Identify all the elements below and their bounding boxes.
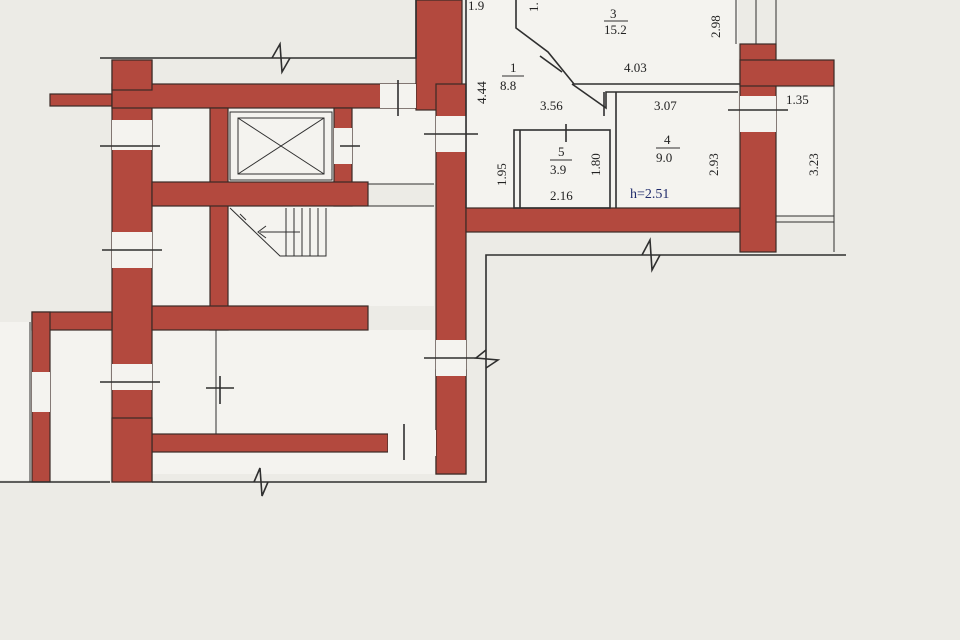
dim-balcony-height: 3.23 [806, 153, 821, 176]
dim-r4-width: 3.07 [654, 98, 677, 113]
break-mark [473, 349, 501, 369]
dim-r1-height: 4.44 [474, 81, 489, 104]
elevator-cross [237, 117, 325, 175]
ceiling-height: h=2.51 [630, 187, 669, 202]
left-outer-room [48, 330, 110, 480]
window-opening [32, 372, 50, 412]
left-room-1 [152, 108, 210, 182]
staircase-symbol [229, 207, 327, 257]
stair-arrow-head [257, 225, 267, 239]
room-1-area: 8.8 [500, 78, 516, 93]
balcony [776, 88, 832, 216]
wall [151, 181, 369, 207]
stair-outline [229, 207, 327, 257]
dim-balcony-width: 1.35 [786, 92, 809, 107]
room-divider [571, 83, 738, 110]
labels: 1.9 1. 3 15.2 2.98 4.03 1 8.8 4.44 3.56 … [468, 0, 821, 203]
room-3-number: 3 [610, 6, 617, 21]
top-outline [100, 0, 417, 59]
dim-r5-height: 1.80 [588, 153, 603, 176]
bottom-strip [152, 452, 438, 474]
dim-right-top: 2.98 [708, 15, 723, 38]
room-4-area: 9.0 [656, 150, 672, 165]
dim-r1-lower: 1.95 [494, 163, 509, 186]
room-3-area: 15.2 [604, 22, 627, 37]
wall [151, 305, 369, 331]
wall [111, 417, 153, 483]
room3-diagonal [515, 0, 740, 85]
outlines [0, 0, 846, 497]
elevator-inner [237, 117, 325, 175]
break-mark [641, 237, 661, 273]
dim-r4-height: 2.93 [706, 153, 721, 176]
wall [739, 59, 835, 87]
wall [49, 93, 113, 107]
apartment-floor [466, 0, 738, 208]
stair-step [239, 213, 247, 221]
room-5-area: 3.9 [550, 162, 566, 177]
door-marks [100, 55, 788, 460]
window-opening [112, 364, 152, 390]
wall [435, 369, 467, 475]
dim-top-left: 1.9 [468, 0, 484, 13]
wall [209, 107, 229, 331]
wall-openings [32, 84, 776, 456]
left-room-2 [152, 206, 210, 306]
wall [111, 59, 153, 91]
wall [465, 207, 743, 233]
elevator-frame [229, 111, 333, 181]
corridor-room [352, 108, 436, 184]
dim-r3-width: 4.03 [624, 60, 647, 75]
room5-outline [513, 129, 611, 209]
room-4-number: 4 [664, 132, 671, 147]
door-opening [388, 430, 436, 456]
room-1-number: 1 [510, 60, 517, 75]
elevator-shaft [228, 108, 334, 182]
lower-hall [152, 330, 436, 434]
window-opening [112, 120, 152, 150]
wall [151, 433, 389, 453]
bottom-outline [152, 254, 846, 483]
break-mark [271, 41, 291, 75]
stair-hall [228, 206, 434, 306]
dim-r1-width: 3.56 [540, 98, 563, 113]
dim-top-partial: 1. [526, 2, 541, 12]
room-5-number: 5 [558, 144, 565, 159]
room-floors [0, 0, 832, 480]
balcony-door [740, 96, 776, 132]
elevator-symbol [229, 111, 333, 181]
far-left-room [0, 322, 32, 480]
dim-r5-width: 2.16 [550, 188, 573, 203]
break-mark [253, 467, 269, 497]
